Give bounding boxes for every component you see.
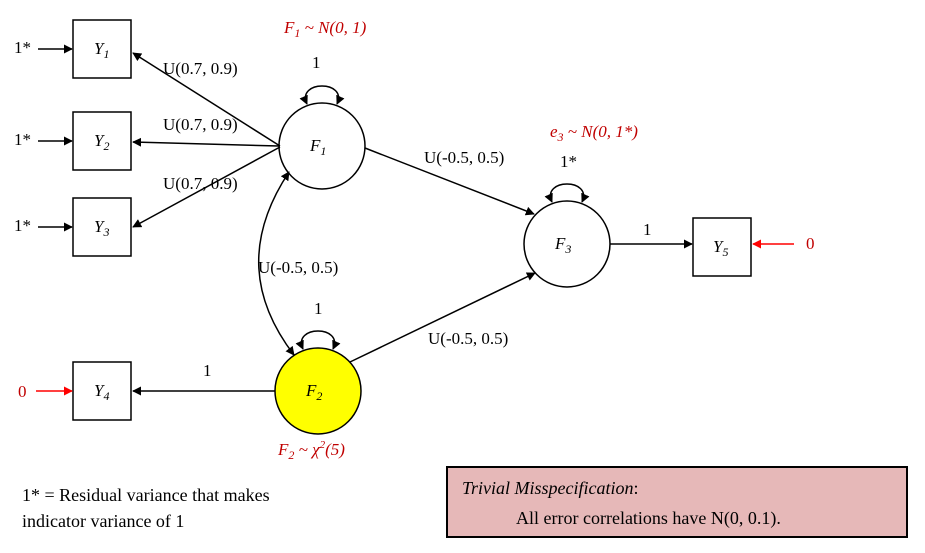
misspecification-box: Trivial Misspecification: All error corr… — [446, 466, 908, 538]
variance-loop-f1 — [299, 85, 345, 105]
variance-label-f3: 1* — [560, 152, 577, 171]
loading-label-f2-y4: 1 — [203, 361, 212, 380]
distribution-label-f1: F1 ~ N(0, 1) — [283, 18, 367, 40]
loading-arrow-f1-y1 — [132, 52, 281, 147]
residual-variance-note: 1* = Residual variance that makes indica… — [22, 482, 352, 534]
indicator-box-y1 — [72, 19, 132, 79]
loading-label-f3-y5: 1 — [643, 220, 652, 239]
indicator-box-y4 — [72, 361, 132, 421]
loading-label-f1-y2: U(0.7, 0.9) — [163, 115, 238, 134]
loading-label-f1-y3: U(0.7, 0.9) — [163, 174, 238, 193]
covariance-arrow-f1-f2 — [257, 171, 295, 356]
note-line-1: 1* = Residual variance that makes — [22, 485, 270, 505]
indicator-box-y3 — [72, 197, 132, 257]
residual-label-y5: 0 — [806, 234, 815, 253]
path-label-f1-f3: U(-0.5, 0.5) — [424, 148, 504, 167]
loading-arrow-f1-y3 — [132, 146, 281, 228]
residual-label-y3: 1* — [14, 216, 31, 235]
variance-label-f1: 1 — [312, 53, 321, 72]
indicator-box-y5 — [692, 217, 752, 277]
covariance-label-f1-f2: U(-0.5, 0.5) — [258, 258, 338, 277]
path-arrow-f2-f3 — [349, 272, 536, 363]
residual-label-y2: 1* — [14, 130, 31, 149]
loading-arrow-f1-y2 — [132, 137, 280, 147]
variance-loop-f2 — [295, 330, 341, 350]
path-label-f2-f3: U(-0.5, 0.5) — [428, 329, 508, 348]
path-arrow-f1-f3 — [364, 147, 535, 216]
distribution-label-f2: F2 ~ χ2(5) — [277, 439, 345, 462]
variance-label-f2: 1 — [314, 299, 323, 318]
residual-label-y1: 1* — [14, 38, 31, 57]
misspecification-body: All error correlations have N(0, 0.1). — [516, 508, 781, 528]
indicator-box-y2 — [72, 111, 132, 171]
loading-label-f1-y1: U(0.7, 0.9) — [163, 59, 238, 78]
misspecification-title: Trivial Misspecification: — [462, 478, 639, 498]
distribution-label-e3: e3 ~ N(0, 1*) — [550, 122, 638, 144]
residual-label-y4: 0 — [18, 382, 27, 401]
variance-loop-f3 — [544, 183, 590, 203]
note-line-2: indicator variance of 1 — [22, 511, 185, 531]
